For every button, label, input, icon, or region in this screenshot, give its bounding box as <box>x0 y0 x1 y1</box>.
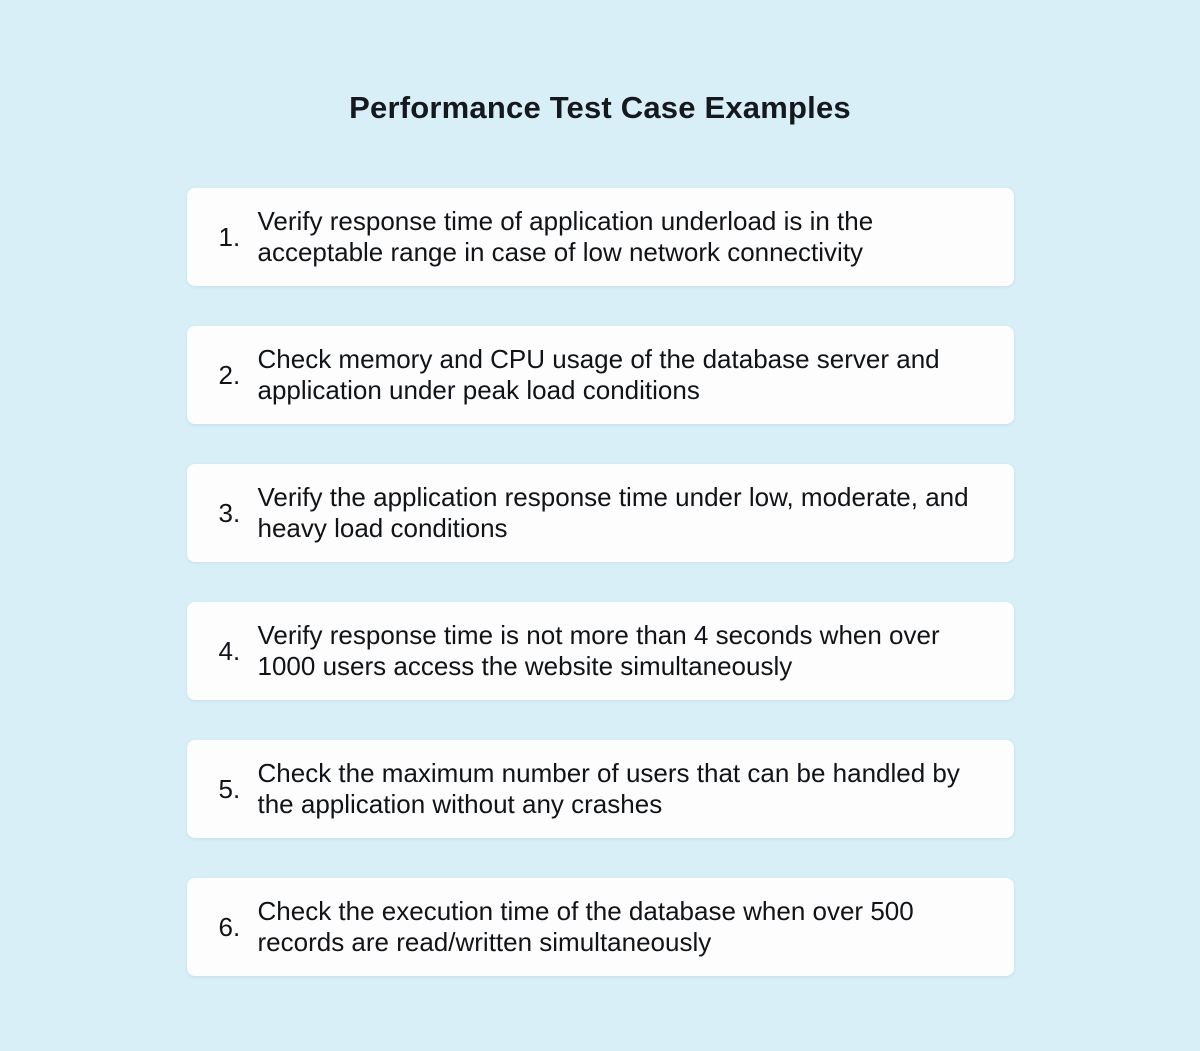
item-text: Check memory and CPU usage of the databa… <box>257 344 940 405</box>
item-number: 4. <box>218 635 241 666</box>
page-title: Performance Test Case Examples <box>349 90 851 125</box>
list-item: 4. Verify response time is not more than… <box>186 602 1014 700</box>
test-case-list: 1. Verify response time of application u… <box>186 188 1014 976</box>
item-text: Verify the application response time und… <box>257 482 969 543</box>
item-number: 1. <box>218 221 241 252</box>
item-text: Check the execution time of the database… <box>257 896 914 957</box>
list-item: 5. Check the maximum number of users tha… <box>186 740 1014 838</box>
list-item: 3. Verify the application response time … <box>186 464 1014 562</box>
item-text: Verify response time is not more than 4 … <box>257 620 940 681</box>
item-text: Verify response time of application unde… <box>257 206 874 267</box>
list-item: 2. Check memory and CPU usage of the dat… <box>186 326 1014 424</box>
item-number: 2. <box>218 359 241 390</box>
item-text: Check the maximum number of users that c… <box>257 758 960 819</box>
item-number: 5. <box>218 773 241 804</box>
item-number: 6. <box>218 911 241 942</box>
list-item: 1. Verify response time of application u… <box>186 188 1014 286</box>
item-number: 3. <box>218 497 241 528</box>
list-item: 6. Check the execution time of the datab… <box>186 878 1014 976</box>
